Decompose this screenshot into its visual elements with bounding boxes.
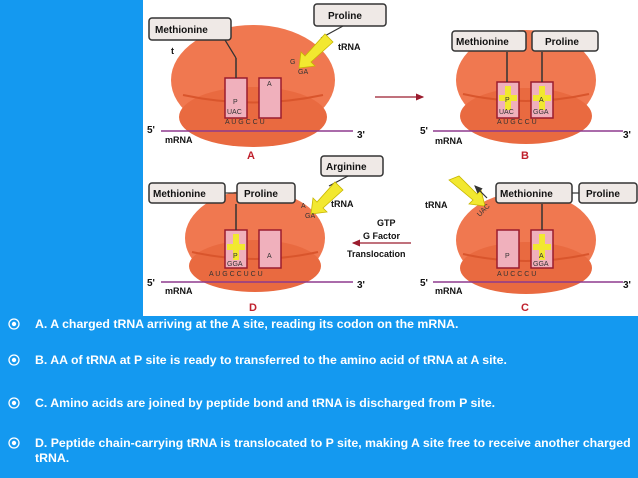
a-site-label: A (539, 253, 544, 260)
panel-label-a: A (247, 150, 255, 162)
three-prime-label: 3' (623, 280, 631, 291)
panel-d: P A GGA A U G C C U C U 5' 3' mRNA D Met… (147, 155, 384, 314)
target-bullet-icon (8, 354, 20, 366)
panel-a: P A UAC A U G C C U 5' 3' mRNA A Methion… (147, 3, 387, 162)
methionine-box (451, 30, 527, 52)
panel-c: P A GGA A U C C C U 5' 3' mRNA C Methion… (420, 175, 638, 314)
ribosome-small-subunit (179, 87, 327, 147)
p-site-label: P (233, 253, 238, 260)
p-anticodon: UAC (499, 109, 514, 116)
proline-label: Proline (328, 11, 362, 22)
gtp-label: GTP (377, 218, 396, 228)
incoming-anticodon: A (301, 203, 306, 210)
arginine-box (320, 155, 384, 177)
five-prime-label: 5' (420, 126, 428, 137)
p-site-label: P (505, 97, 510, 104)
trna-a-yellow (533, 234, 551, 260)
trna-p-yellow (227, 234, 245, 260)
three-prime-label: 3' (357, 280, 365, 291)
panel-label-d: D (249, 302, 257, 314)
codon-sequence: A U G C C U C U (209, 271, 263, 278)
methionine-box (148, 17, 232, 41)
ribosome-small-subunit (460, 242, 592, 294)
bullet-text: B. AA of tRNA at P site is ready to tran… (35, 353, 507, 367)
p-site-label: P (233, 99, 238, 106)
bullet-text: A. A charged tRNA arriving at the A site… (35, 317, 459, 331)
a-site (258, 229, 282, 269)
incoming-trna-arrow (310, 181, 344, 215)
diagram-panel: P A UAC A U G C C U 5' 3' mRNA A Methion… (143, 0, 638, 316)
proline-label: Proline (545, 37, 579, 48)
codon-sequence: A U C C C U (497, 271, 536, 278)
codon-sequence: A U G C C U (225, 119, 265, 126)
mrna-label: mRNA (435, 286, 463, 296)
proline-label: Proline (244, 189, 278, 200)
g-factor-label: G Factor (363, 231, 401, 241)
codon-sequence: A U G C C U (497, 119, 537, 126)
panel-label-c: C (521, 302, 529, 314)
methionine-label: Methionine (153, 189, 206, 200)
incoming-anticodon: G (290, 59, 295, 66)
mrna-label: mRNA (435, 136, 463, 146)
incoming-anticodon-2: GA (305, 213, 315, 220)
ribosome-small-subunit (460, 88, 592, 144)
trna-p-yellow (499, 86, 517, 110)
a-site-label: A (539, 97, 544, 104)
three-prime-label: 3' (623, 130, 631, 141)
five-prime-label: 5' (420, 278, 428, 289)
bullet-text: D. Peptide chain-carrying tRNA is transl… (35, 436, 631, 465)
trna-a-yellow (533, 86, 551, 110)
translocation-label: Translocation (347, 249, 406, 259)
exit-arrow (474, 185, 488, 199)
bullet-text: C. Amino acids are joined by peptide bon… (35, 396, 496, 410)
p-site (496, 229, 520, 269)
mrna-label: mRNA (165, 286, 193, 296)
p-anticodon: UAC (227, 109, 242, 116)
trna-label: tRNA (425, 200, 448, 210)
a-site (258, 77, 282, 119)
incoming-trna-arrow (298, 33, 334, 69)
arginine-label: Arginine (326, 162, 367, 173)
proline-box (531, 30, 599, 52)
a-site-label: A (267, 253, 272, 260)
three-prime-label: 3' (357, 130, 365, 141)
a-anticodon: GGA (533, 109, 549, 116)
panel-b: P A UAC GGA A U G C C U 5' 3' mRNA B Met… (420, 30, 631, 162)
p-site-label: P (505, 253, 510, 260)
target-bullet-icon (8, 318, 20, 330)
methionine-label: Methionine (456, 37, 509, 48)
leaving-trna-arrow (448, 175, 486, 207)
trna-label: tRNA (331, 199, 354, 209)
methionine-label: Methionine (500, 189, 553, 200)
mrna-label: mRNA (165, 135, 193, 145)
target-bullet-icon (8, 437, 20, 449)
t-label: t (171, 46, 174, 56)
ribosome-small-subunit (189, 240, 321, 292)
p-anticodon: GGA (227, 261, 243, 268)
panel-label-b: B (521, 150, 529, 162)
methionine-label: Methionine (155, 25, 208, 36)
five-prime-label: 5' (147, 278, 155, 289)
proline-box (313, 3, 387, 27)
target-bullet-icon (8, 397, 20, 409)
a-site-label: A (267, 81, 272, 88)
trna-label: tRNA (338, 42, 361, 52)
five-prime-label: 5' (147, 125, 155, 136)
proline-label: Proline (586, 189, 620, 200)
a-anticodon: GGA (533, 261, 549, 268)
translocation-step: GTP G Factor Translocation (347, 218, 411, 259)
incoming-anticodon-2: GA (298, 69, 308, 76)
